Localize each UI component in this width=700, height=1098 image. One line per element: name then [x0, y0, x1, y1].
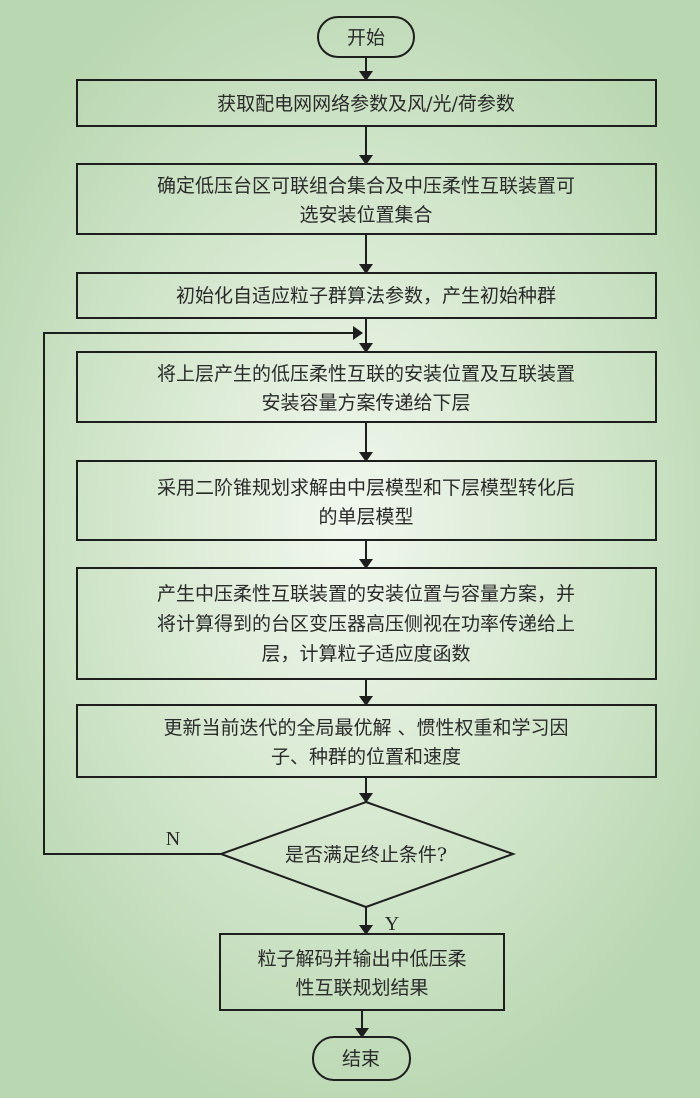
step-text: 更新当前迭代的全局最优解 、惯性权重和学习因	[163, 717, 568, 739]
step-socp-solve: 采用二阶锥规划求解由中层模型和下层模型转化后 的单层模型	[76, 460, 657, 541]
step-text: 采用二阶锥规划求解由中层模型和下层模型转化后	[157, 477, 575, 499]
step-text: 初始化自适应粒子群算法参数，产生初始种群	[176, 285, 556, 307]
no-label: N	[166, 828, 180, 850]
step-text: 粒子解码并输出中低压柔	[257, 948, 466, 970]
step-get-parameters: 获取配电网网络参数及风/光/荷参数	[76, 79, 657, 127]
step-text: 的单层模型	[318, 506, 413, 528]
step-pass-to-lower: 将上层产生的低压柔性互联的安装位置及互联装置 安装容量方案传递给下层	[76, 351, 657, 423]
yes-label: Y	[385, 913, 399, 935]
step-text: 确定低压台区可联组合集合及中压柔性互联装置可	[157, 175, 575, 197]
end-terminal: 结束	[312, 1036, 411, 1081]
step-text: 子、种群的位置和速度	[271, 746, 461, 768]
step-output-result: 粒子解码并输出中低压柔 性互联规划结果	[219, 933, 505, 1011]
step-text: 选安装位置集合	[299, 204, 432, 226]
step-generate-mv-scheme: 产生中压柔性互联装置的安装位置与容量方案，并 将计算得到的台区变压器高压侧视在功…	[76, 567, 657, 680]
step-text: 安装容量方案传递给下层	[261, 392, 470, 414]
step-text: 性互联规划结果	[295, 977, 428, 999]
decision-text: 是否满足终止条件?	[285, 844, 447, 866]
step-text: 获取配电网网络参数及风/光/荷参数	[217, 93, 515, 115]
step-initialize-pso: 初始化自适应粒子群算法参数，产生初始种群	[76, 272, 657, 319]
start-label: 开始	[347, 27, 385, 49]
step-text: 层，计算粒子适应度函数	[261, 643, 470, 665]
end-label: 结束	[342, 1048, 380, 1070]
step-text: 产生中压柔性互联装置的安装位置与容量方案，并	[157, 583, 575, 605]
step-text: 将计算得到的台区变压器高压侧视在功率传递给上	[157, 613, 575, 635]
step-update-swarm: 更新当前迭代的全局最优解 、惯性权重和学习因 子、种群的位置和速度	[76, 704, 657, 778]
decision-termination: 是否满足终止条件?	[218, 800, 516, 909]
step-determine-sets: 确定低压台区可联组合集合及中压柔性互联装置可 选安装位置集合	[76, 163, 657, 235]
step-text: 将上层产生的低压柔性互联的安装位置及互联装置	[157, 363, 575, 385]
start-terminal: 开始	[317, 16, 415, 58]
loop-back-arrow	[43, 326, 363, 855]
